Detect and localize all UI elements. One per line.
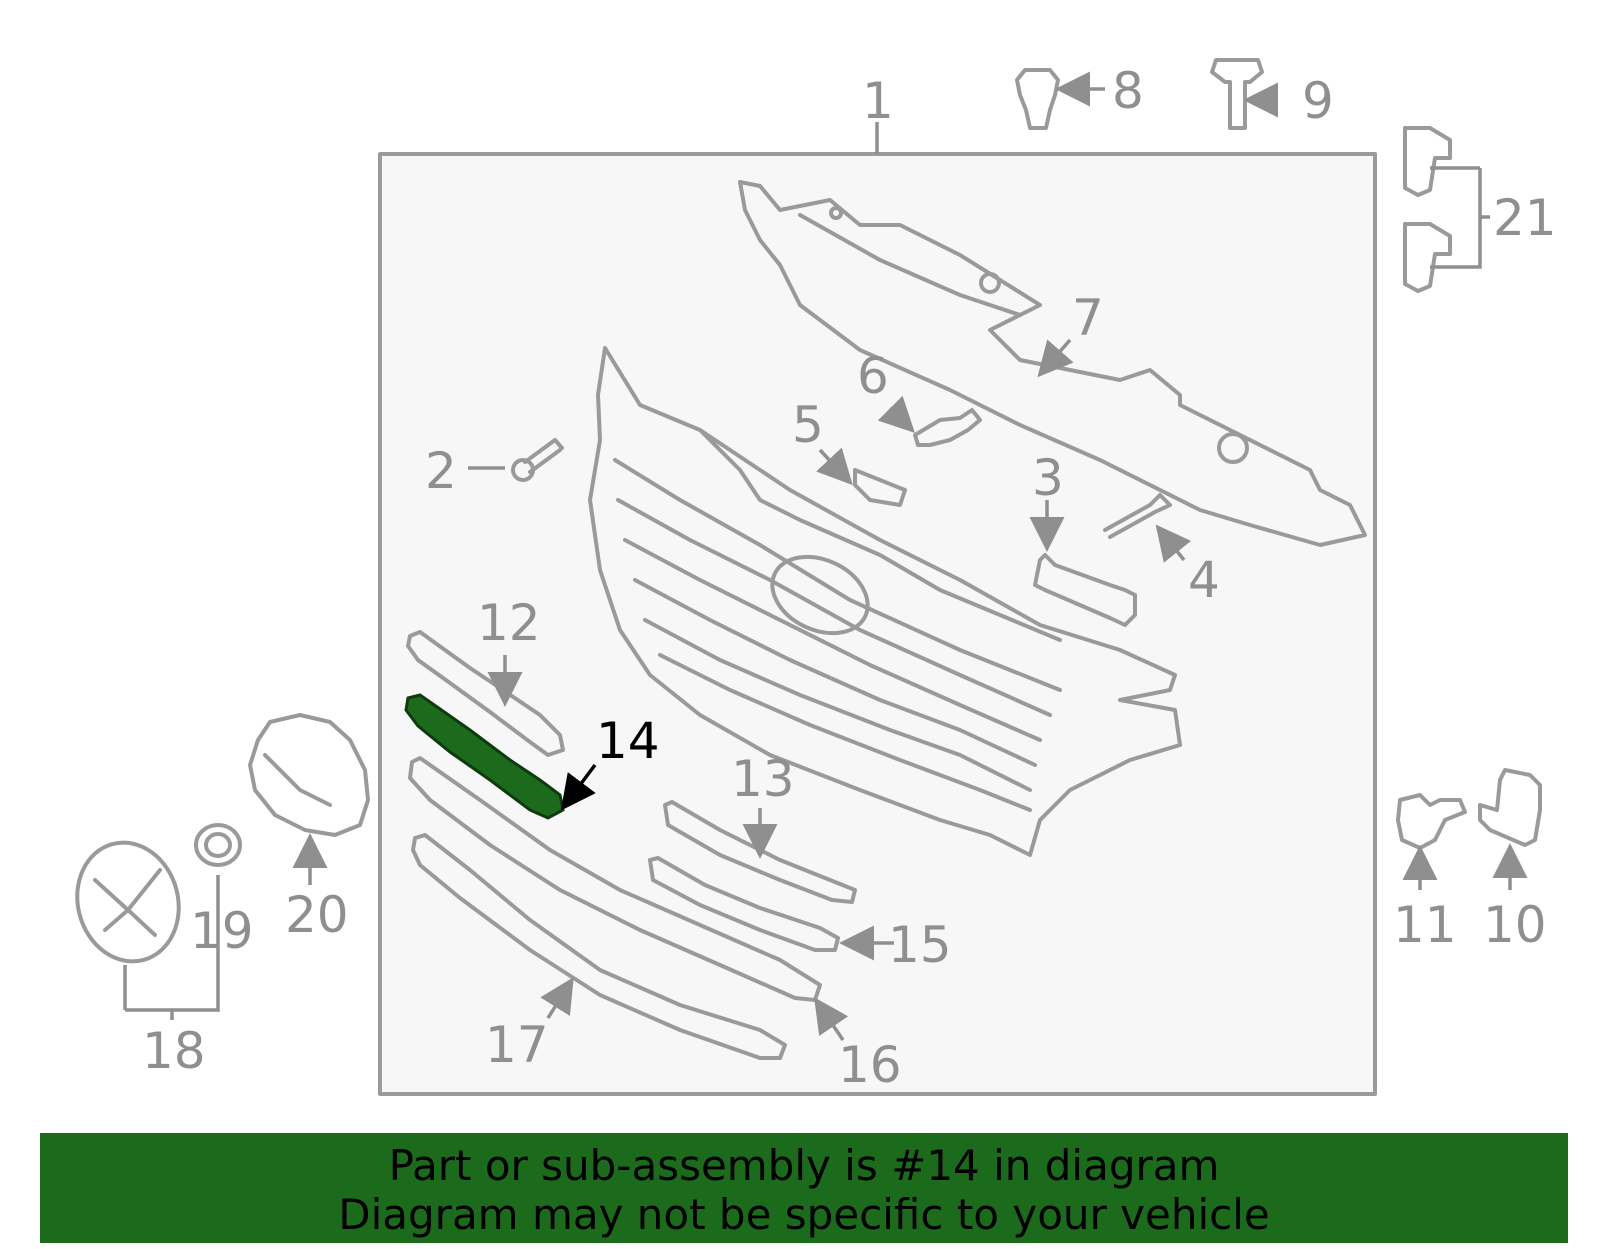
part-number-11: 11 xyxy=(1393,896,1457,954)
part-number-10: 10 xyxy=(1483,896,1547,954)
part-number-4: 4 xyxy=(1188,551,1220,609)
part-number-12: 12 xyxy=(477,594,541,652)
part-19-shape xyxy=(194,823,242,867)
part-18-shape xyxy=(75,840,181,964)
part-12-shape xyxy=(406,630,565,757)
part-4-shape xyxy=(1103,493,1172,539)
part-number-8: 8 xyxy=(1112,62,1144,120)
part-21-shape xyxy=(1403,126,1452,293)
part-number-13: 13 xyxy=(731,750,795,808)
part-number-16: 16 xyxy=(838,1036,902,1094)
info-banner: Part or sub-assembly is #14 in diagram D… xyxy=(40,1133,1568,1243)
part-10-shape xyxy=(1478,768,1542,847)
part-20-shape xyxy=(248,713,370,837)
part-2-shape xyxy=(523,438,564,474)
part-number-7: 7 xyxy=(1072,289,1104,347)
part-number-1: 1 xyxy=(862,72,894,130)
part-11-shape xyxy=(1396,793,1467,850)
part-15-shape xyxy=(648,856,840,952)
part-number-3: 3 xyxy=(1032,449,1064,507)
part-13-shape xyxy=(663,800,857,904)
part-number-5: 5 xyxy=(792,396,824,454)
part-number-19: 19 xyxy=(190,902,254,960)
banner-line-1: Part or sub-assembly is #14 in diagram xyxy=(388,1141,1220,1190)
part-number-2: 2 xyxy=(425,442,457,500)
part-number-6: 6 xyxy=(857,347,889,405)
part-6-shape xyxy=(913,408,982,447)
part-number-15: 15 xyxy=(888,916,952,974)
part-17-shape xyxy=(411,833,787,1060)
part-14-shape xyxy=(404,693,565,820)
part-number-18: 18 xyxy=(142,1022,206,1080)
part-3-shape xyxy=(1033,553,1137,627)
part-8-shape xyxy=(1015,68,1060,130)
part-9-shape xyxy=(1210,58,1264,130)
part-number-21: 21 xyxy=(1493,189,1557,247)
part-5-shape xyxy=(853,468,907,507)
part-number-17: 17 xyxy=(485,1016,549,1074)
part-number-20: 20 xyxy=(285,886,349,944)
assembly-frame xyxy=(378,152,1377,1096)
grille-body xyxy=(588,346,1182,857)
part-number-14: 14 xyxy=(596,712,660,770)
banner-line-2: Diagram may not be specific to your vehi… xyxy=(338,1190,1270,1239)
part-number-9: 9 xyxy=(1302,72,1334,130)
part-7-shape xyxy=(738,180,1367,547)
